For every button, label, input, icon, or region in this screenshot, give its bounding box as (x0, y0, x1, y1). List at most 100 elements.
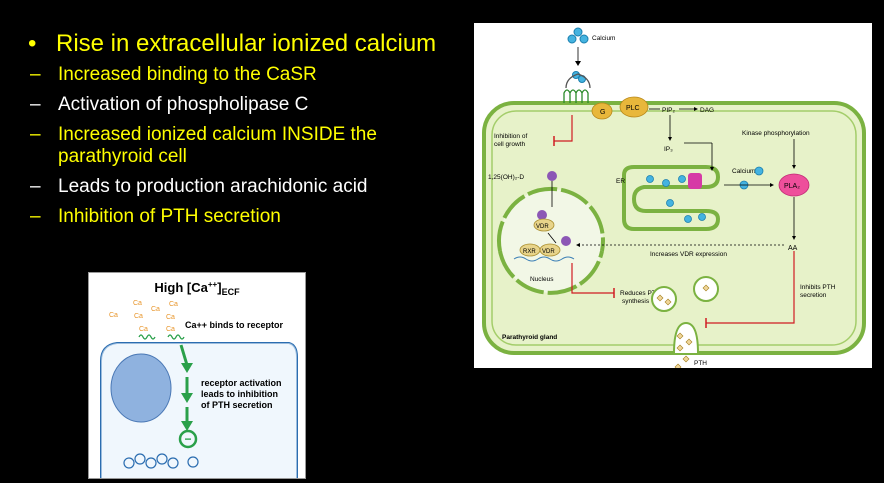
arrow-head-icon (668, 137, 672, 141)
dash-icon: – (30, 206, 41, 227)
pth-vesicle-icon (693, 276, 719, 302)
parathyroid-pathway-diagram: Calcium G PLC PIP₂ DAG IP₃ Inhibition of… (474, 23, 872, 371)
ion-label: Ca (139, 326, 148, 333)
reduces-pth-line-1: Reduces PTH (620, 290, 661, 297)
pth-molecule-icon (674, 363, 682, 371)
vdr-shape (539, 243, 561, 257)
inhibit-symbol: − (184, 432, 191, 446)
bullet-list: • Rise in extracellular ionized calcium … (28, 30, 468, 236)
vitamin-d-icon (561, 236, 571, 246)
vdr-label: VDR (542, 249, 555, 255)
svg-text:High [Ca++]ECF: High [Ca++]ECF (154, 280, 240, 297)
ion-label: Ca (134, 313, 143, 320)
arrow-head-icon (792, 236, 796, 240)
sub-bullet-text: Increased ionized calcium INSIDE the par… (58, 124, 377, 167)
aa-label: AA (788, 245, 798, 252)
nucleus-label: Nucleus (530, 276, 554, 283)
dag-label: DAG (700, 107, 714, 114)
ip3-receptor-icon (688, 173, 702, 189)
calcium-ion-icon (754, 166, 764, 176)
fig-title-end: ] (217, 280, 221, 295)
dash-icon: – (30, 94, 41, 115)
sub-bullet: –Activation of phospholipase C (28, 94, 468, 116)
plc-label: PLC (626, 105, 640, 112)
bullet-dot: • (28, 30, 37, 57)
dash-icon: – (30, 176, 41, 197)
vdr-shape (533, 218, 555, 232)
sub-bullet-text: Activation of phospholipase C (58, 94, 309, 115)
binds-receptor-label: Ca++ binds to receptor (185, 320, 284, 330)
reduces-pth-line-2: synthesis (622, 298, 650, 305)
receptor-activation-figure: High [Ca++]ECF Ca Ca Ca Ca Ca Ca Ca Ca C… (88, 272, 306, 479)
sub-bullet: –Increased ionized calcium INSIDE the pa… (28, 124, 468, 168)
dna-icon (513, 256, 575, 262)
inhibition-growth-line-2: cell growth (494, 141, 525, 148)
calcium-ions-er (646, 175, 706, 223)
ion-label: Ca (151, 306, 160, 313)
arrow-head-icon (710, 167, 714, 171)
kinase-label: Kinase phosphorylation (742, 130, 810, 137)
dash-icon: – (30, 64, 41, 85)
activation-line-3: of PTH secretion (201, 400, 273, 410)
calcium-top-label: Calcium (592, 35, 615, 42)
arrow-line (547, 232, 557, 244)
sub-bullet-text: Leads to production arachidonic acid (58, 176, 368, 197)
ion-label: Ca (109, 312, 118, 319)
inhibition-line (571, 263, 614, 294)
ip3-label: IP₃ (664, 146, 673, 153)
main-bullet: • Rise in extracellular ionized calcium (28, 30, 468, 58)
arrow-head-icon (575, 61, 581, 66)
g-protein-shape (591, 102, 613, 120)
plc-shape (619, 96, 649, 118)
arrow-head-icon (770, 183, 774, 187)
sub-bullet: –Leads to production arachidonic acid (28, 176, 468, 198)
calcium-ions-top (567, 27, 589, 83)
receptor-icon (138, 334, 185, 340)
activation-line-2: leads to inhibition (201, 389, 278, 399)
inhibits-pth-line-1: Inhibits PTH (800, 284, 836, 291)
nucleus-envelope (497, 186, 605, 252)
arrow-head-icon (792, 165, 796, 169)
arrow-head-icon (694, 107, 698, 111)
fig-title-sub: ECF (222, 287, 241, 297)
fig-title-sup: ++ (208, 280, 218, 289)
inhibition-line (554, 115, 573, 142)
calcium-mid-label: Calcium (732, 168, 755, 175)
inhibition-line (706, 251, 795, 324)
main-bullet-text: Rise in extracellular ionized calcium (56, 30, 437, 57)
vitamin-d-icon (537, 210, 547, 220)
vitamin-d-label: 1,25(OH)₂-D (488, 174, 524, 181)
nucleus-envelope (498, 250, 604, 295)
activation-line-1: receptor activation (201, 378, 282, 388)
ion-label: Ca (133, 300, 142, 307)
vitamin-d-icon (547, 171, 557, 181)
fig-title: High [Ca (154, 280, 208, 295)
vdr-label: VDR (536, 224, 549, 230)
g-protein-label: G (600, 109, 605, 116)
pip2-label: PIP₂ (662, 107, 675, 114)
ion-label: Ca (169, 301, 178, 308)
parathyroid-gland-label: Parathyroid gland (502, 334, 557, 341)
inhibit-icon (178, 429, 198, 449)
secretory-vesicles (123, 453, 199, 469)
pth-molecule-icon (682, 355, 690, 363)
increases-vdr-label: Increases VDR expression (650, 251, 727, 258)
exocytosis-vesicle-icon (673, 321, 699, 354)
pla2-label: PLA₂ (784, 183, 800, 190)
inhibits-pth-line-2: secretion (800, 292, 827, 299)
rxr-label: RXR (523, 249, 536, 255)
casr-receptor-icon (563, 73, 591, 103)
pth-vesicle-icon (651, 286, 677, 312)
ion-label: Ca (166, 314, 175, 321)
sub-bullet-list: –Increased binding to the CaSR–Activatio… (28, 64, 468, 228)
dash-icon: – (30, 124, 41, 145)
sub-bullet-text: Inhibition of PTH secretion (58, 206, 281, 227)
inhibition-growth-line-1: Inhibition of (494, 133, 527, 140)
ion-label: Ca (166, 326, 175, 333)
pth-label: PTH (694, 360, 707, 367)
down-arrow-icon (179, 344, 193, 431)
sub-bullet: –Increased binding to the CaSR (28, 64, 468, 86)
er-label: ER (616, 178, 625, 185)
pla2-shape (778, 173, 810, 197)
nucleus-shape (110, 353, 172, 423)
